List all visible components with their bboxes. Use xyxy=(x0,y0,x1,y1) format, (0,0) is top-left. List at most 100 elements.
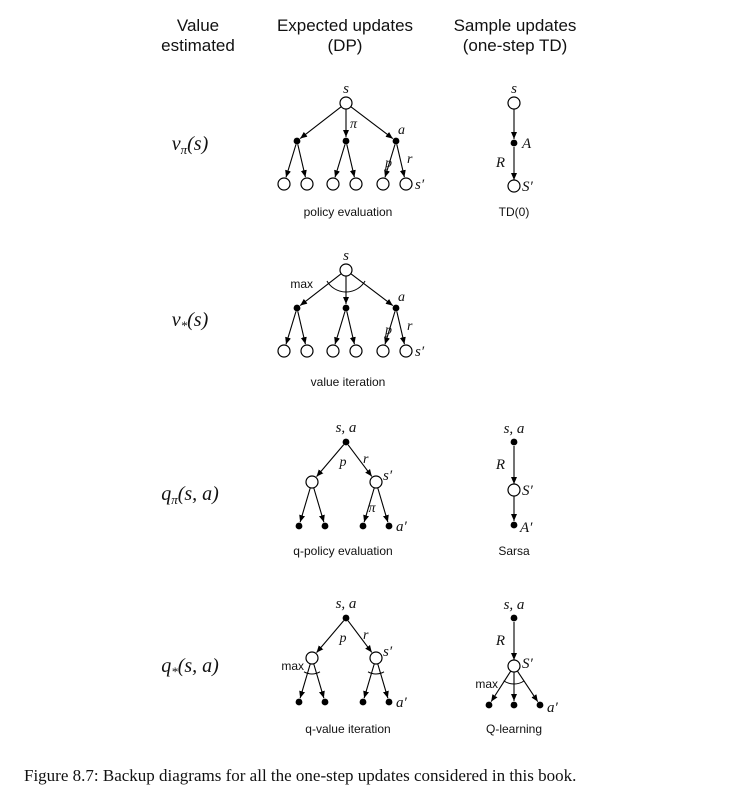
action-node xyxy=(342,137,350,145)
state-node xyxy=(507,483,521,497)
prob-label-p: p xyxy=(384,323,392,338)
value-label: q*(s, a) xyxy=(161,655,219,679)
max-arc xyxy=(303,671,321,675)
node-label-s-a: s, a xyxy=(504,421,525,437)
edge-arrow xyxy=(316,444,345,478)
state-node xyxy=(369,651,383,665)
dp-label: value iteration xyxy=(311,375,386,389)
prob-label-p: p xyxy=(384,156,392,171)
action-node xyxy=(385,522,393,530)
dp-label: q-value iteration xyxy=(305,722,390,736)
edge-arrow xyxy=(299,106,342,139)
action-node xyxy=(321,522,329,530)
node-label-a-prime: a′ xyxy=(547,700,559,716)
edge-arrow xyxy=(347,444,373,477)
node-label-s-a: s, a xyxy=(336,420,357,436)
action-node xyxy=(359,522,367,530)
state-node xyxy=(376,177,390,191)
td-label: Sarsa xyxy=(498,544,530,558)
state-node xyxy=(305,475,319,489)
node-label-s-prime: s′ xyxy=(383,468,393,484)
max-label: max xyxy=(290,277,313,291)
edge-arrow xyxy=(285,311,297,345)
node-label-S-prime: S′ xyxy=(522,483,534,499)
action-node xyxy=(392,304,400,312)
action-node xyxy=(295,522,303,530)
edge-arrow xyxy=(347,620,373,653)
action-node xyxy=(295,698,303,706)
action-node xyxy=(510,521,518,529)
reward-label-R: R xyxy=(495,457,505,473)
action-node xyxy=(359,698,367,706)
node-label-A-prime: A′ xyxy=(519,520,533,536)
reward-label-r: r xyxy=(407,152,413,167)
edge-arrow xyxy=(377,663,389,699)
edge-arrow xyxy=(346,144,356,178)
value-label: vπ(s) xyxy=(172,133,209,157)
node-label-s-a: s, a xyxy=(336,596,357,612)
state-node xyxy=(507,96,521,110)
edge-arrow xyxy=(384,311,396,345)
action-node xyxy=(510,614,518,622)
node-label-S-prime: S′ xyxy=(522,656,534,672)
edge-arrow xyxy=(384,144,396,178)
state-node xyxy=(507,659,521,673)
edge-arrow xyxy=(377,487,389,523)
node-label-s: s xyxy=(343,248,349,264)
edge-arrow xyxy=(363,663,375,699)
reward-label-r: r xyxy=(407,319,413,334)
prob-label-p: p xyxy=(339,631,347,646)
edge-arrow xyxy=(297,311,307,345)
header-value-estimated: Value estimated xyxy=(161,16,235,55)
action-node xyxy=(510,438,518,446)
action-node xyxy=(536,701,544,709)
value-label: qπ(s, a) xyxy=(161,483,219,507)
state-node xyxy=(399,344,413,358)
action-node xyxy=(342,438,350,446)
edge-arrow xyxy=(299,273,342,306)
state-node xyxy=(277,344,291,358)
state-node xyxy=(507,179,521,193)
edge-arrow xyxy=(313,487,325,523)
reward-label-r: r xyxy=(363,452,369,467)
td-label: Q-learning xyxy=(486,722,542,736)
policy-label-pi: π xyxy=(350,117,358,132)
node-label-a: a xyxy=(398,290,405,305)
edge-arrow xyxy=(350,106,394,140)
edge-arrow xyxy=(313,663,325,699)
edge-arrow xyxy=(285,144,297,178)
state-node xyxy=(339,263,353,277)
edge-arrow xyxy=(350,273,394,307)
max-arc xyxy=(503,680,525,685)
reward-label-R: R xyxy=(495,633,505,649)
node-label-s-prime: s′ xyxy=(415,177,425,193)
max-arc xyxy=(326,280,366,293)
header-sample-updates: Sample updates (one-step TD) xyxy=(453,16,577,55)
state-node xyxy=(376,344,390,358)
node-label-s-prime: s′ xyxy=(415,344,425,360)
max-arc xyxy=(367,671,385,675)
action-node xyxy=(485,701,493,709)
edge-arrow xyxy=(346,311,356,345)
state-node xyxy=(326,177,340,191)
edge-arrow xyxy=(396,311,406,345)
node-label-a-prime: a′ xyxy=(396,695,408,711)
dp-label: policy evaluation xyxy=(304,205,393,219)
action-node xyxy=(510,701,518,709)
edge-arrow xyxy=(334,144,346,178)
state-node xyxy=(300,177,314,191)
node-label-a: a xyxy=(398,123,405,138)
edge-arrow xyxy=(334,311,346,345)
node-label-s: s xyxy=(343,81,349,97)
max-label: max xyxy=(475,677,498,691)
edge-arrow xyxy=(516,670,539,702)
node-label-s-prime: s′ xyxy=(383,644,393,660)
node-label-a-prime: a′ xyxy=(396,519,408,535)
edge-arrow xyxy=(297,144,307,178)
edge-arrow xyxy=(299,663,311,699)
action-node xyxy=(392,137,400,145)
reward-label-R: R xyxy=(495,155,505,171)
state-node xyxy=(326,344,340,358)
td-label: TD(0) xyxy=(499,205,530,219)
